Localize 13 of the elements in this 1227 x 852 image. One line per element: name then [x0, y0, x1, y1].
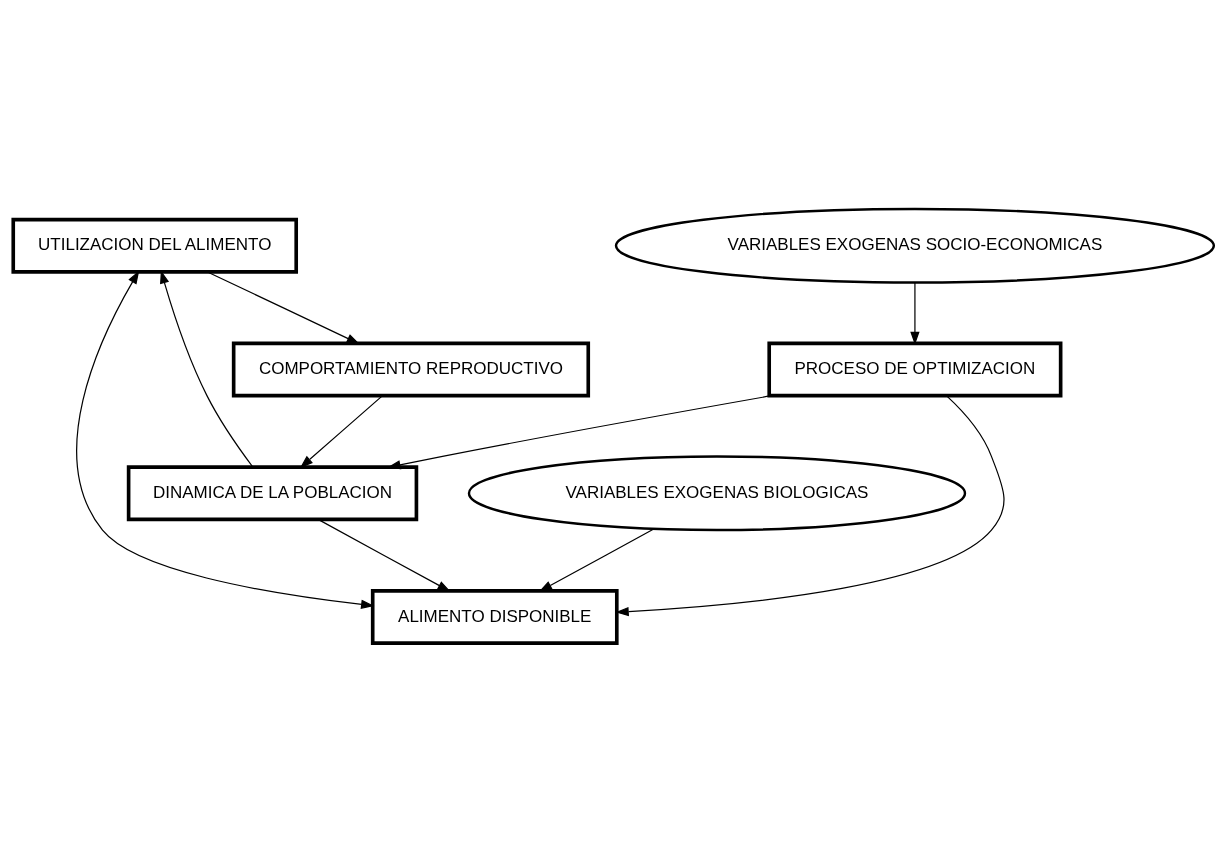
node-box: COMPORTAMIENTO REPRODUCTIVO [231, 341, 591, 398]
node-box: DINAMICA DE LA POBLACION [126, 465, 419, 522]
arrow [538, 528, 654, 592]
arrow [160, 270, 254, 468]
node-ellipse: VARIABLES EXOGENAS SOCIO-ECONOMICAS [614, 207, 1216, 284]
arrow [317, 519, 451, 592]
arrow [206, 271, 360, 345]
arrow [615, 395, 1005, 617]
node-ellipse: VARIABLES EXOGENAS BIOLOGICAS [467, 455, 967, 532]
arrow [299, 395, 383, 469]
node-box: PROCESO DE OPTIMIZACION [767, 341, 1063, 398]
node-box: UTILIZACION DEL ALIMENTO [11, 217, 298, 274]
node-box: ALIMENTO DISPONIBLE [370, 589, 619, 645]
